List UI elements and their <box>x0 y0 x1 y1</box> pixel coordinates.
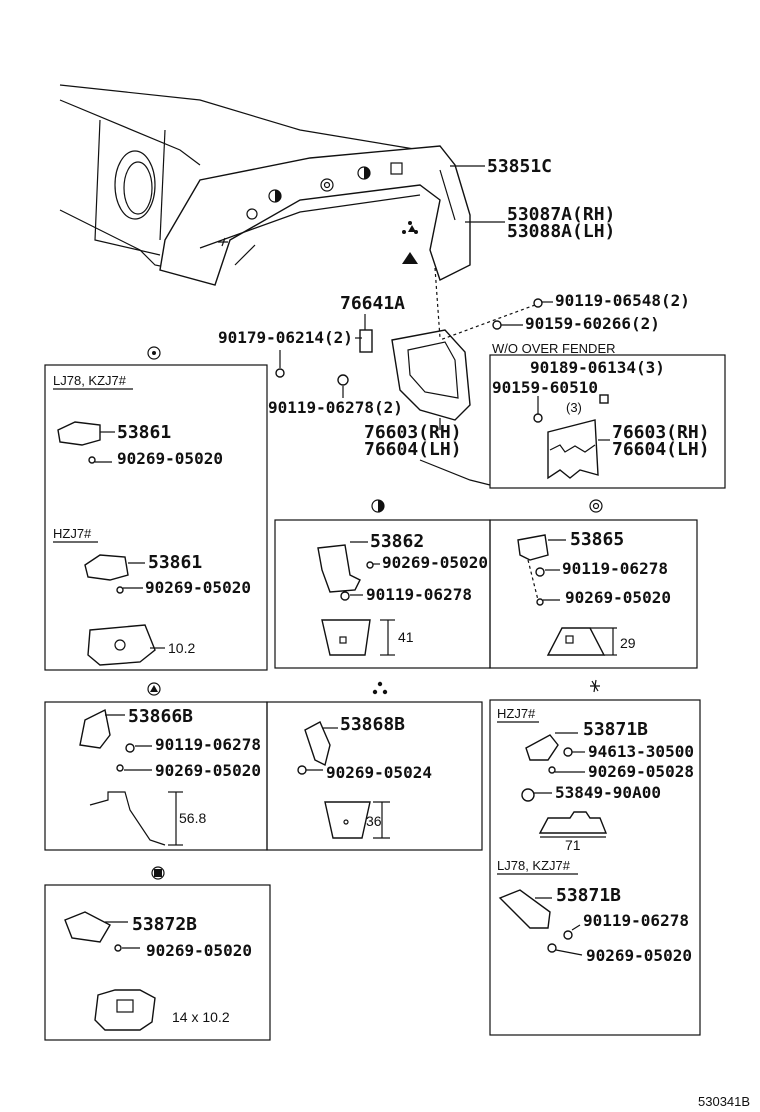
diagram-id: 530341B <box>698 1094 750 1109</box>
callout-53865: 53865 <box>570 529 624 550</box>
callout-53872B: 53872B <box>132 914 197 935</box>
callout-90269-05020-a: 90269-05020 <box>117 449 223 468</box>
callout-76604-lh-alt: 76604(LH) <box>612 439 710 460</box>
callout-76603-rh-alt: 76603(RH) <box>612 422 710 443</box>
variant-label-lj78: LJ78, KZJ7# <box>53 373 127 388</box>
over-fender-illustration <box>159 145 471 286</box>
callout-53849-90A00: 53849-90A00 <box>555 783 661 802</box>
callout-90269-05024: 90269-05024 <box>326 763 432 782</box>
dimension-29: 29 <box>620 635 636 651</box>
variant-label-hzj7: HZJ7# <box>53 526 92 541</box>
panel-53866b: 53866B 90119-06278 90269-05020 56.8 <box>44 682 268 851</box>
cross-mark-icon <box>590 679 600 693</box>
callout-53087A-rh: 53087A(RH) <box>507 204 615 225</box>
mudguard-illustration <box>275 267 543 486</box>
panel-53868b: 53868B 90269-05024 36 <box>266 681 483 851</box>
dimension-56-8: 56.8 <box>179 810 206 826</box>
callout-76641A: 76641A <box>340 293 405 314</box>
ring-circle-icon <box>589 499 603 513</box>
callout-90269-05020-d: 90269-05020 <box>565 588 671 607</box>
callout-90119-06548: 90119-06548(2) <box>555 291 690 310</box>
panel-53871b: HZJ7# 53871B 94613-30500 90269-05028 538… <box>489 679 701 1036</box>
variant-label-hzj7-b: HZJ7# <box>497 706 536 721</box>
callout-90119-06278-f: 90119-06278 <box>583 911 689 930</box>
callout-53871B-b: 53871B <box>556 885 621 906</box>
callout-90119-06278-c: 90119-06278 <box>366 585 472 604</box>
callout-90179-06214: 90179-06214(2) <box>218 328 353 347</box>
target-circle-icon <box>147 346 161 360</box>
callout-90119-06278-2: 90119-06278(2) <box>268 398 403 417</box>
callout-90269-05020-g: 90269-05020 <box>146 941 252 960</box>
callout-90269-05020-f: 90269-05020 <box>586 946 692 965</box>
triangle-icon <box>147 682 161 696</box>
callout-94613-30500: 94613-30500 <box>588 742 694 761</box>
callout-90269-05020-b: 90269-05020 <box>145 578 251 597</box>
callout-90119-06278-e: 90119-06278 <box>155 735 261 754</box>
callout-90269-05020-e: 90269-05020 <box>155 761 261 780</box>
wo-over-fender-title: W/O OVER FENDER <box>492 341 616 356</box>
dimension-14x10-2: 14 x 10.2 <box>172 1009 230 1025</box>
panel-53861: LJ78, KZJ7# 53861 90269-05020 HZJ7# 5386… <box>44 346 268 671</box>
callout-53871B-a: 53871B <box>583 719 648 740</box>
callout-90159-60266: 90159-60266(2) <box>525 314 660 333</box>
quantity-label: (3) <box>566 400 582 415</box>
callout-90189-06134: 90189-06134(3) <box>530 358 665 377</box>
callout-90269-05028: 90269-05028 <box>588 762 694 781</box>
dimension-10-2: 10.2 <box>168 640 195 656</box>
callout-53862: 53862 <box>370 531 424 552</box>
callout-53866B: 53866B <box>128 706 193 727</box>
panel-53865: 53865 90119-06278 90269-05020 29 <box>489 499 698 669</box>
callout-53861-b: 53861 <box>148 552 202 573</box>
three-dots-icon <box>372 681 388 695</box>
callout-76603-rh: 76603(RH) <box>364 422 462 443</box>
wo-over-fender-panel: W/O OVER FENDER 90189-06134(3) 90159-605… <box>489 341 726 489</box>
callout-90119-06278-d: 90119-06278 <box>562 559 668 578</box>
callout-90159-60510: 90159-60510 <box>492 378 598 397</box>
half-circle-icon <box>371 499 385 513</box>
callout-76604-lh: 76604(LH) <box>364 439 462 460</box>
dimension-41: 41 <box>398 629 414 645</box>
dimension-36: 36 <box>366 813 382 829</box>
panel-53862: 53862 90269-05020 90119-06278 41 <box>274 499 491 669</box>
notched-square-icon <box>151 866 165 880</box>
callout-53851C: 53851C <box>487 156 552 177</box>
callout-53088A-lh: 53088A(LH) <box>507 221 615 242</box>
dimension-71: 71 <box>565 837 581 853</box>
callout-90269-05020-c: 90269-05020 <box>382 553 488 572</box>
callout-53861-a: 53861 <box>117 422 171 443</box>
callout-53868B: 53868B <box>340 714 405 735</box>
panel-53872b: 53872B 90269-05020 14 x 10.2 <box>44 866 271 1041</box>
variant-label-lj78-b: LJ78, KZJ7# <box>497 858 571 873</box>
